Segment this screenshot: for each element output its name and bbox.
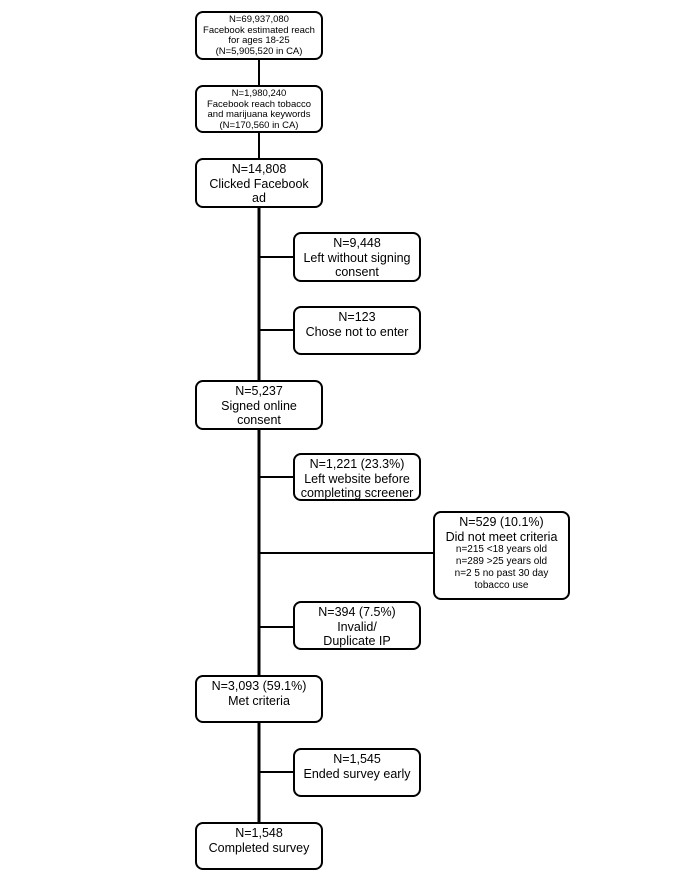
box-left-without-consent: N=9,448 Left without signing consent <box>293 232 421 282</box>
box-did-not-meet-line-5: n=2 5 no past 30 day <box>454 568 549 579</box>
box-left-without-consent-line-3: consent <box>335 265 379 279</box>
box-reach-keywords-line-1: N=1,980,240 <box>231 88 287 99</box>
box-did-not-meet-line-4: n=289 >25 years old <box>455 556 548 567</box>
box-completed-line-1: N=1,548 <box>235 826 283 840</box>
box-reach-1825: N=69,937,080 Facebook estimated reach fo… <box>195 11 323 60</box>
box-invalid-ip: N=394 (7.5%) Invalid/ Duplicate IP <box>293 601 421 650</box>
box-signed-consent-line-2: Signed online <box>221 398 297 413</box>
box-signed-consent: N=5,237 Signed online consent <box>195 380 323 430</box>
box-clicked-ad: N=14,808 Clicked Facebook ad <box>195 158 323 208</box>
box-reach-keywords-line-2: Facebook reach tobacco <box>206 98 312 110</box>
box-signed-consent-line-1: N=5,237 <box>235 384 283 398</box>
box-left-without-consent-line-1: N=9,448 <box>333 236 381 250</box>
box-reach-1825-line-4: (N=5,905,520 in CA) <box>215 45 303 57</box>
box-clicked-ad-line-2: Clicked Facebook <box>209 176 309 191</box>
box-clicked-ad-line-1: N=14,808 <box>231 162 287 176</box>
box-met-criteria-line-1: N=3,093 (59.1%) <box>211 679 307 693</box>
box-chose-not-enter: N=123 Chose not to enter <box>293 306 421 355</box>
box-left-before-screener-line-2: Left website before <box>304 471 410 486</box>
box-invalid-ip-line-2: Invalid/ <box>337 619 377 634</box>
box-ended-early-line-1: N=1,545 <box>333 752 381 766</box>
box-reach-1825-line-1: N=69,937,080 <box>229 14 289 25</box>
box-reach-keywords: N=1,980,240 Facebook reach tobacco and m… <box>195 85 323 133</box>
box-completed: N=1,548 Completed survey <box>195 822 323 870</box>
box-reach-1825-line-2: Facebook estimated reach <box>203 24 315 36</box>
box-reach-1825-line-3: for ages 18-25 <box>228 35 290 46</box>
box-invalid-ip-line-1: N=394 (7.5%) <box>318 605 396 619</box>
box-did-not-meet: N=529 (10.1%) Did not meet criteria n=21… <box>433 511 570 600</box>
box-met-criteria: N=3,093 (59.1%) Met criteria <box>195 675 323 723</box>
box-met-criteria-line-2: Met criteria <box>228 693 290 708</box>
box-did-not-meet-line-6: tobacco use <box>474 580 529 591</box>
box-ended-early-line-2: Ended survey early <box>303 766 411 781</box>
box-left-before-screener-line-1: N=1,221 (23.3%) <box>309 457 405 471</box>
box-signed-consent-line-3: consent <box>237 413 281 427</box>
box-ended-early: N=1,545 Ended survey early <box>293 748 421 797</box>
box-completed-line-2: Completed survey <box>208 840 310 855</box>
box-did-not-meet-line-1: N=529 (10.1%) <box>459 515 544 529</box>
box-did-not-meet-line-2: Did not meet criteria <box>445 529 558 544</box>
box-left-before-screener-line-3: completing screener <box>300 486 414 500</box>
box-chose-not-enter-line-1: N=123 <box>338 310 376 324</box>
box-did-not-meet-line-3: n=215 <18 years old <box>455 544 548 555</box>
box-clicked-ad-line-3: ad <box>252 191 266 205</box>
box-left-before-screener: N=1,221 (23.3%) Left website before comp… <box>293 453 421 501</box>
box-invalid-ip-line-3: Duplicate IP <box>323 634 391 648</box>
box-reach-keywords-line-3: and marijuana keywords <box>207 109 311 120</box>
box-left-without-consent-line-2: Left without signing <box>303 250 411 265</box>
box-chose-not-enter-line-2: Chose not to enter <box>305 324 409 339</box>
box-reach-keywords-line-4: (N=170,560 in CA) <box>219 119 299 131</box>
